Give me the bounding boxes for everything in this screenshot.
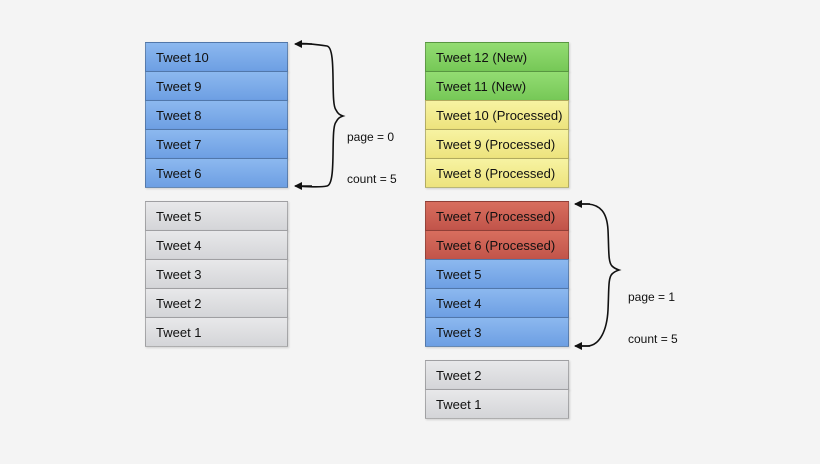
left-brace-arrow xyxy=(295,42,346,188)
tweet-cell: Tweet 2 xyxy=(145,288,288,318)
left-page-label: page = 0 xyxy=(347,130,395,144)
tweet-cell: Tweet 4 xyxy=(145,230,288,260)
tweet-cell: Tweet 3 xyxy=(425,317,569,347)
tweet-cell: Tweet 5 xyxy=(145,201,288,231)
tweet-cell: Tweet 1 xyxy=(425,389,569,419)
right-remaining-tweets: Tweet 2 Tweet 1 xyxy=(425,360,569,419)
tweet-cell: Tweet 7 (Processed) xyxy=(425,201,569,231)
right-brace-arrow xyxy=(576,203,622,347)
left-remaining-tweets: Tweet 5 Tweet 4 Tweet 3 Tweet 2 Tweet 1 xyxy=(145,201,288,347)
right-page-label: page = 1 xyxy=(628,290,676,304)
tweet-cell: Tweet 11 (New) xyxy=(425,71,569,101)
tweet-cell: Tweet 10 (Processed) xyxy=(425,100,569,130)
right-newer-tweets: Tweet 12 (New) Tweet 11 (New) Tweet 10 (… xyxy=(425,42,569,188)
tweet-cell: Tweet 6 xyxy=(145,158,288,188)
tweet-cell: Tweet 5 xyxy=(425,259,569,289)
left-annotation: page = 0 count = 5 xyxy=(347,102,397,214)
tweet-cell: Tweet 1 xyxy=(145,317,288,347)
tweet-cell: Tweet 2 xyxy=(425,360,569,390)
tweet-cell: Tweet 8 xyxy=(145,100,288,130)
tweet-cell: Tweet 10 xyxy=(145,42,288,72)
tweet-cell: Tweet 9 (Processed) xyxy=(425,129,569,159)
tweet-cell: Tweet 6 (Processed) xyxy=(425,230,569,260)
right-annotation: page = 1 count = 5 xyxy=(628,262,678,374)
left-count-label: count = 5 xyxy=(347,172,397,186)
left-page-window: Tweet 10 Tweet 9 Tweet 8 Tweet 7 Tweet 6 xyxy=(145,42,288,188)
right-count-label: count = 5 xyxy=(628,332,678,346)
right-page-window: Tweet 7 (Processed) Tweet 6 (Processed) … xyxy=(425,201,569,347)
tweet-cell: Tweet 8 (Processed) xyxy=(425,158,569,188)
